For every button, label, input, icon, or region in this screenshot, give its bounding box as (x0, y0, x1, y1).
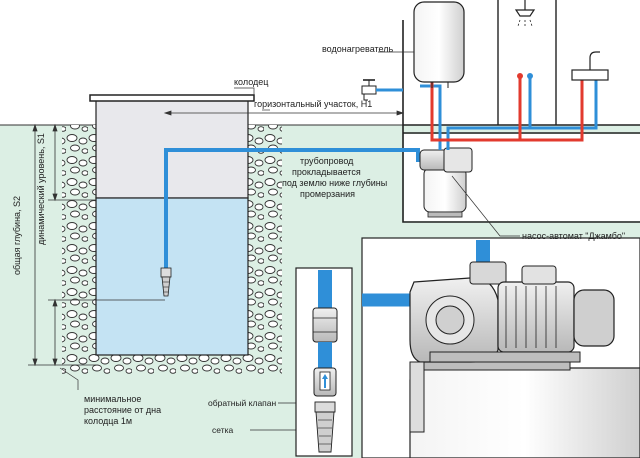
label-well: колодец (234, 77, 268, 87)
faucet-icon (361, 79, 403, 101)
label-min-distance-1: минимальное (84, 394, 141, 404)
label-pipeline-2: прокладывается (292, 167, 361, 177)
label-dynamic-level: динамический уровень, S1 (36, 133, 46, 245)
pump-icon (409, 261, 615, 433)
water-heater-icon (413, 1, 465, 88)
label-min-distance-2: расстояние от дна (84, 405, 161, 415)
strainer-detail-icon (314, 401, 336, 453)
strainer-icon (160, 267, 172, 297)
shower-icon (514, 0, 536, 79)
well-stone-left (62, 125, 96, 357)
label-check-valve: обратный клапан (208, 398, 277, 408)
label-pipeline-3: под землю ниже глубины (282, 178, 387, 188)
well-cap (89, 94, 255, 102)
well-stone-right (248, 125, 282, 357)
depth-dimensions (28, 123, 165, 367)
well-stone-bottom (62, 355, 282, 375)
pump-station-small (419, 147, 473, 218)
fittings-inset (295, 267, 353, 457)
label-min-distance-3: колодца 1м (84, 416, 132, 426)
label-horizontal-section: горизонтальный участок, Н1 (254, 99, 372, 109)
house-outline (402, 20, 640, 223)
label-total-depth: общая глубина, S2 (12, 196, 22, 275)
label-strainer: сетка (212, 425, 233, 435)
label-pump-station: насос-автомат "Джамбо" (522, 231, 625, 241)
label-water-heater: водонагреватель (322, 44, 393, 54)
sink-icon (571, 51, 609, 81)
label-pipeline-1: трубопровод (300, 156, 354, 166)
horizontal-dimension (163, 110, 405, 116)
check-valve-icon (313, 367, 337, 397)
pump-inset (361, 237, 640, 458)
well-water (95, 197, 249, 356)
hot-pipe-network (430, 78, 584, 142)
label-pipeline-4: промерзания (300, 189, 355, 199)
